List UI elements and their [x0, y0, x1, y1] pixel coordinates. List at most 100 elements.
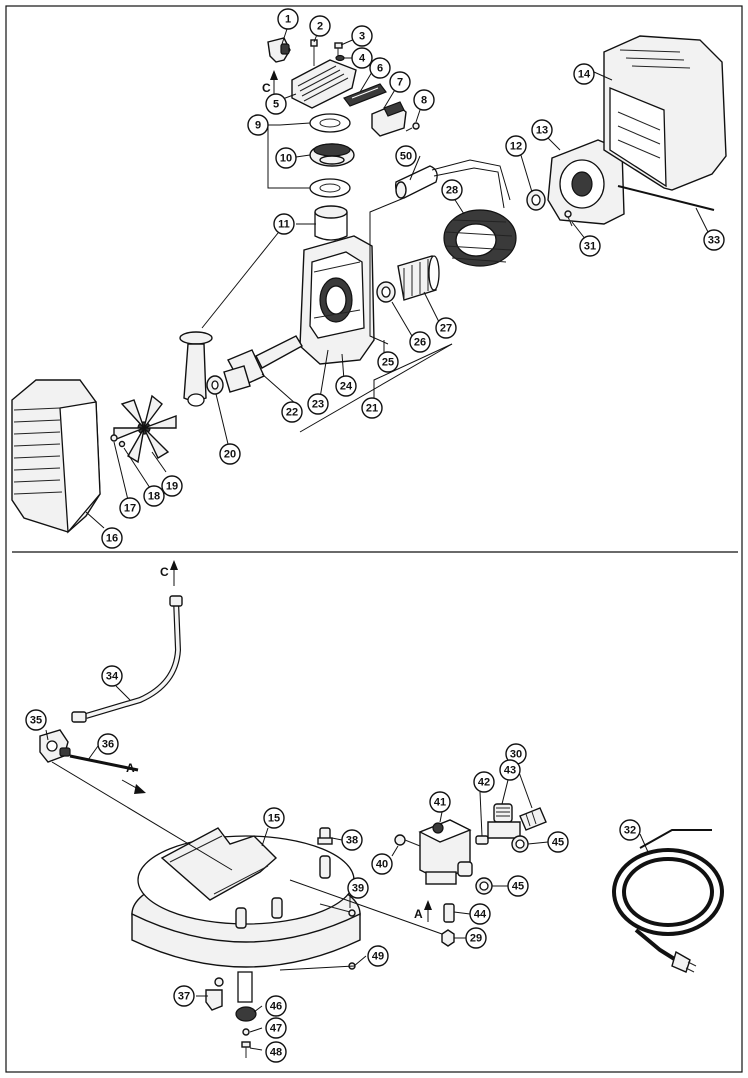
- callout-49: 49: [367, 945, 389, 967]
- motor-end-bell: [547, 139, 625, 225]
- valve-plate: [309, 143, 355, 167]
- callout-circle: [351, 25, 373, 47]
- callout-number: 7: [397, 77, 403, 89]
- callout-number: 4: [359, 53, 366, 65]
- callout-number: 11: [278, 219, 290, 231]
- washer: [335, 54, 345, 62]
- callout-number: 9: [255, 120, 261, 132]
- callout-number: 30: [510, 749, 522, 761]
- callout-number: 26: [414, 337, 426, 349]
- callout-number: 45: [552, 837, 564, 849]
- cylinder-head: [291, 59, 357, 109]
- callout-10: 10: [275, 147, 297, 169]
- callout-37: 37: [173, 985, 195, 1007]
- upper-leaders: [85, 25, 709, 529]
- check-valve: [443, 903, 455, 923]
- callout-2: 2: [309, 15, 331, 37]
- tank-gauge: [511, 835, 529, 853]
- motor-stator: [443, 209, 517, 267]
- callout-circle: [219, 443, 241, 465]
- head-screw: [310, 39, 318, 66]
- callout-circle: [161, 475, 183, 497]
- marker-c-lower: C: [160, 565, 169, 579]
- page-border: [5, 5, 743, 1073]
- callout-circle: [143, 485, 165, 507]
- rubber-foot: [235, 971, 257, 1022]
- marker-c-upper: C: [262, 81, 271, 95]
- callout-9: 9: [247, 114, 269, 136]
- motor-rotor: [397, 255, 440, 301]
- callout-circle: [499, 759, 521, 781]
- gasket-upper: [309, 113, 351, 133]
- callout-circle: [429, 791, 451, 813]
- motor-shroud: [603, 35, 727, 191]
- callout-45a: 45: [547, 831, 569, 853]
- callout-14: 14: [573, 63, 595, 85]
- callout-circle: [369, 57, 391, 79]
- callout-number: 14: [578, 69, 591, 81]
- callout-circle: [101, 527, 123, 549]
- callout-circle: [469, 903, 491, 925]
- callout-circle: [307, 393, 329, 415]
- callout-11: 11: [273, 213, 295, 235]
- crank-bearing: [206, 375, 224, 395]
- callout-circle: [573, 63, 595, 85]
- callout-18: 18: [143, 485, 165, 507]
- callout-33: 33: [703, 229, 725, 251]
- callout-number: 23: [312, 399, 324, 411]
- callout-25: 25: [377, 351, 399, 373]
- rear-bearing: [526, 189, 546, 211]
- callout-circle: [263, 807, 285, 829]
- callout-number: 37: [178, 991, 190, 1003]
- callout-number: 42: [478, 777, 490, 789]
- fan-shroud: [11, 379, 101, 534]
- callout-circle: [351, 47, 373, 69]
- callout-number: 20: [224, 449, 236, 461]
- callout-24: 24: [335, 375, 357, 397]
- callout-number: 39: [352, 883, 364, 895]
- callout-circle: [547, 831, 569, 853]
- callout-number: 5: [273, 99, 279, 111]
- pressure-regulator: [487, 803, 521, 839]
- callout-50: 50: [395, 145, 417, 167]
- callout-number: 8: [421, 95, 427, 107]
- callout-number: 43: [504, 765, 516, 777]
- callout-number: 49: [372, 951, 384, 963]
- connection-arrow-c-lower: C: [160, 560, 178, 586]
- cooling-fan: [113, 394, 177, 464]
- callout-number: 24: [340, 381, 353, 393]
- callout-circle: [703, 229, 725, 251]
- callout-circle: [473, 771, 495, 793]
- callout-circle: [119, 497, 141, 519]
- callout-number: 21: [366, 403, 378, 415]
- callout-number: 44: [474, 909, 487, 921]
- lower-leaders: [45, 685, 649, 1051]
- callout-12: 12: [505, 135, 527, 157]
- callout-17: 17: [119, 497, 141, 519]
- callout-circle: [465, 927, 487, 949]
- callout-circle: [347, 877, 369, 899]
- callout-45b: 45: [507, 875, 529, 897]
- callout-number: 40: [376, 859, 388, 871]
- valve-block: [371, 101, 407, 137]
- callout-43: 43: [499, 759, 521, 781]
- callout-number: 25: [382, 357, 394, 369]
- callout-number: 41: [434, 797, 446, 809]
- switch-fitting: [394, 834, 421, 847]
- cylinder-sleeve: [314, 205, 348, 241]
- callout-circle: [265, 93, 287, 115]
- callout-circle: [341, 829, 363, 851]
- callout-22: 22: [281, 401, 303, 423]
- callout-number: 48: [270, 1047, 282, 1059]
- elbow-fitting: [267, 37, 291, 63]
- crankshaft: [223, 335, 303, 393]
- callout-layer: 1234567891011121314151617181920212223242…: [25, 8, 725, 1063]
- callout-number: 27: [440, 323, 452, 335]
- callout-number: 16: [106, 533, 118, 545]
- callout-35: 35: [25, 709, 47, 731]
- callout-circle: [507, 875, 529, 897]
- callout-1: 1: [277, 8, 299, 30]
- callout-42: 42: [473, 771, 495, 793]
- quick-coupler: [519, 807, 547, 831]
- callout-number: 19: [166, 481, 178, 493]
